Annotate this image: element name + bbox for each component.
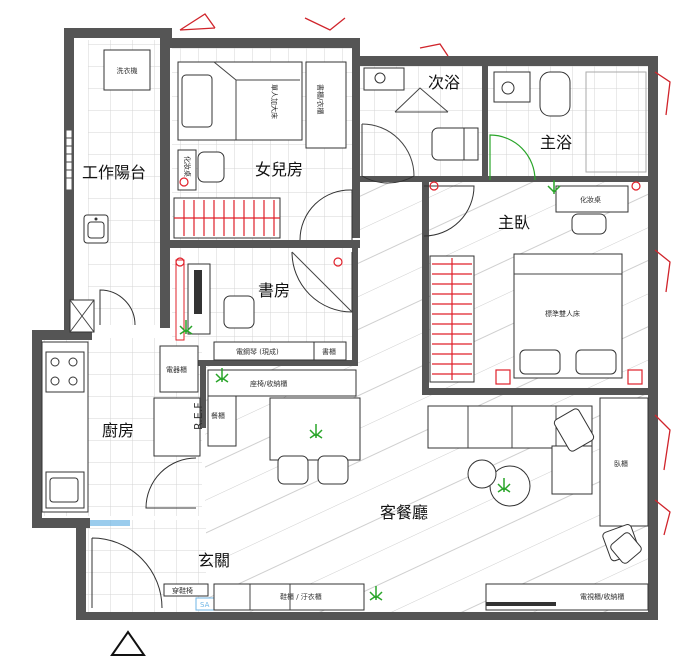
fridge: [153, 397, 201, 457]
entrance-floor: [86, 520, 206, 612]
shoe-bench-label: 穿鞋椅: [172, 586, 193, 595]
room-daughter: 女兒房: [255, 160, 303, 179]
room-entrance: 玄關: [198, 551, 230, 570]
master-dresser: [555, 185, 629, 213]
entrance-arrow-icon: [110, 630, 146, 656]
shoe-coat-cabinet-label: 鞋櫃 / 汙衣櫃: [280, 592, 322, 601]
master-closet: [429, 255, 475, 383]
room-second-bath: 次浴: [428, 73, 460, 92]
room-living-dining: 客餐廳: [380, 503, 428, 522]
sa-label: SA: [200, 601, 210, 609]
electronic-piano-label: 電鋼琴 (現成): [236, 347, 279, 356]
shoe-coat-cabinet: [213, 583, 365, 611]
daughter-wardrobe: [305, 61, 347, 149]
fridge-label: R.E.F: [192, 402, 205, 430]
study-chair: [223, 295, 255, 329]
daughter-closet: [173, 197, 281, 239]
daughter-wardrobe-label: 書櫃/衣櫃: [316, 84, 325, 114]
appliance-cabinet-label: 電器櫃: [166, 365, 187, 374]
shoe-bench: [163, 583, 209, 597]
windows: [179, 13, 671, 536]
bookshelf: [313, 341, 347, 361]
room-study: 書房: [258, 281, 290, 300]
bench-storage: [207, 369, 357, 397]
decor-cabinet-label: 臥櫃: [614, 459, 628, 468]
room-master-bedroom: 主臥: [498, 213, 530, 232]
dining-table: [269, 397, 361, 461]
small-dresser-label: 化妝桌: [183, 156, 192, 177]
small-dresser: [177, 149, 197, 191]
washer: [103, 49, 151, 91]
decor-cabinet: [599, 397, 649, 527]
kitchen-sink-icon: [45, 471, 85, 509]
single-bed-label: 單人加大床: [270, 84, 279, 119]
master-toilet: [539, 71, 571, 117]
appliance-cabinet: [159, 345, 199, 393]
tv-cabinet-label: 電視櫃/收納櫃: [580, 592, 624, 601]
toilet-icon: [431, 127, 479, 161]
bookshelf-label: 書櫃: [322, 347, 336, 356]
dining-cabinet: [207, 395, 237, 447]
plant-icon: [179, 180, 561, 601]
bench-storage-label: 座椅/收納櫃: [250, 379, 287, 388]
sofa: [427, 405, 595, 495]
washer-label: 洗衣機: [117, 66, 138, 75]
double-bed-label: 標準雙人床: [545, 309, 580, 318]
dining-cabinet-label: 餐櫃: [211, 411, 225, 420]
sink-icon: [83, 214, 109, 244]
room-work-balcony: 工作陽台: [82, 163, 146, 182]
red-markers: [175, 177, 641, 267]
corridor-floor: [356, 182, 426, 392]
walls: [32, 28, 658, 620]
stove-icon: [45, 351, 85, 393]
room-master-bath: 主浴: [540, 133, 572, 152]
room-kitchen: 廚房: [102, 421, 134, 440]
daughter-chair: [197, 151, 225, 183]
master-dresser-label: 化妝桌: [580, 195, 601, 204]
